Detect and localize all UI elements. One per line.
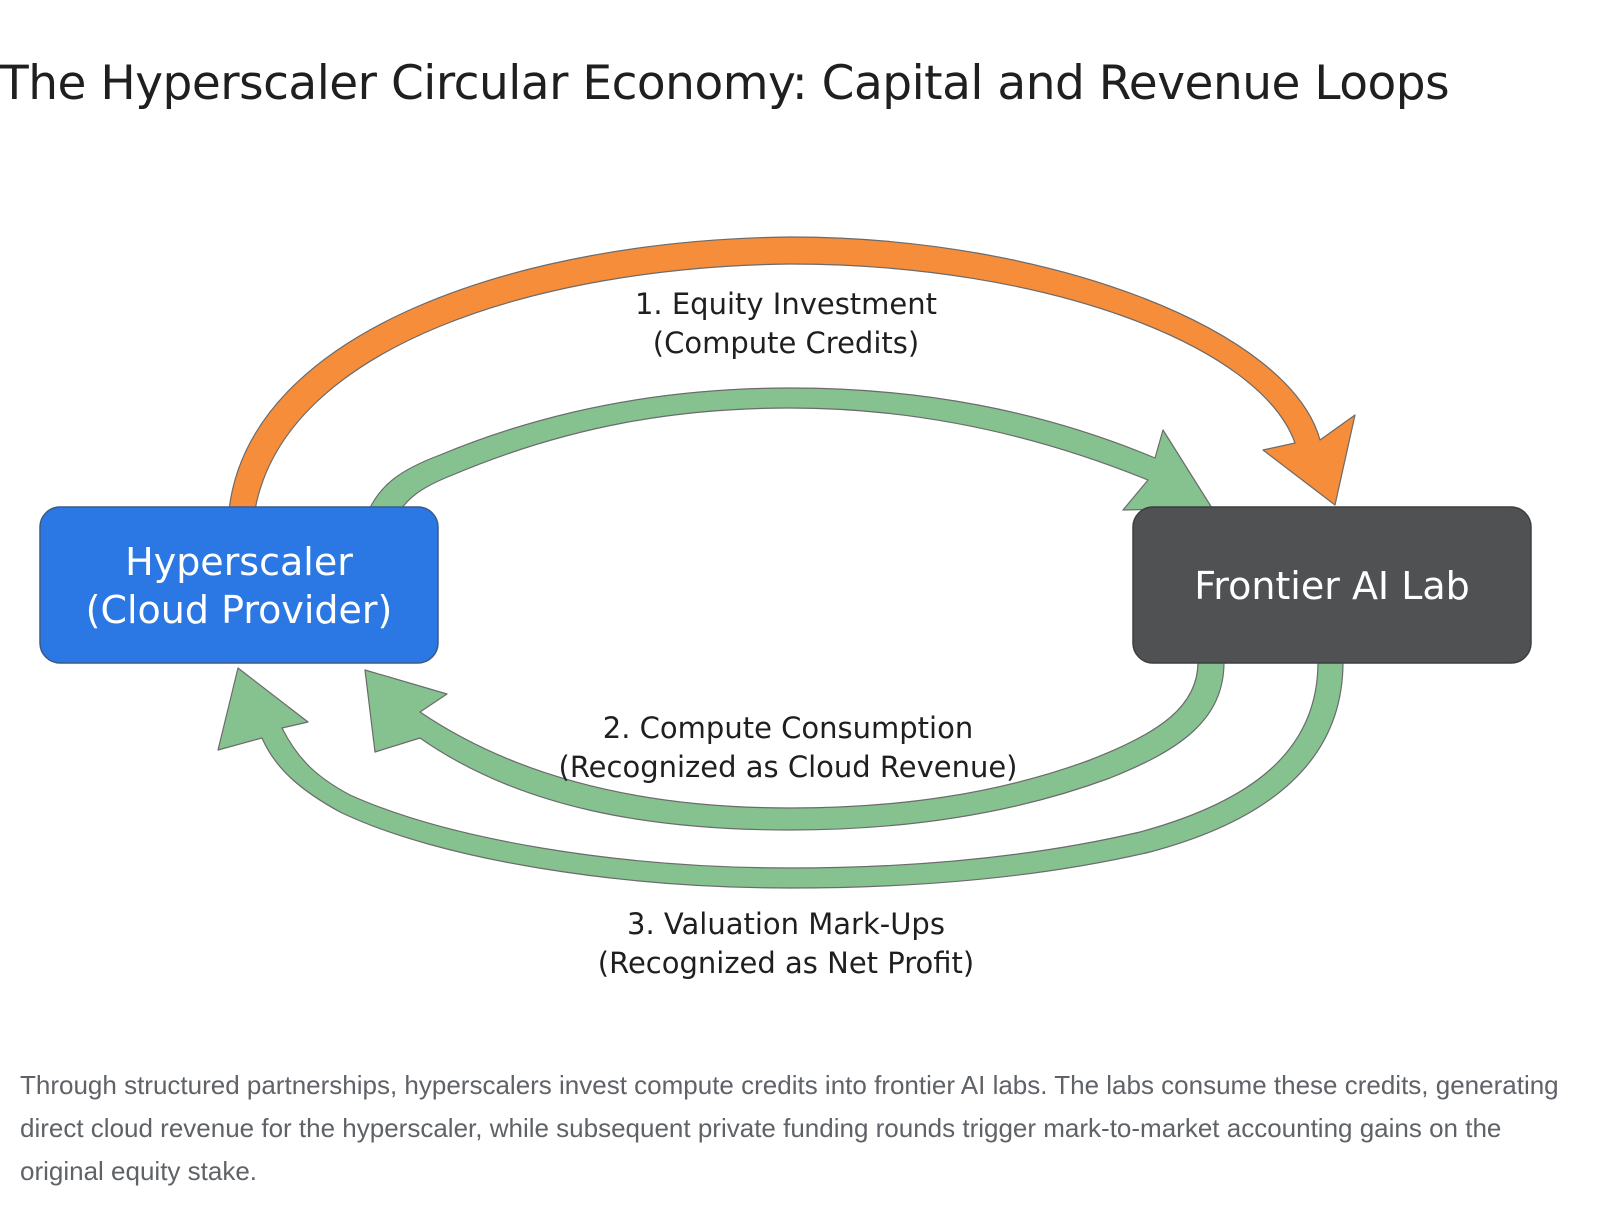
frontier-lab-label: Frontier AI Lab: [1194, 564, 1470, 608]
hyperscaler-label-line1: Hyperscaler: [125, 540, 353, 584]
consumption-label-line2: (Recognized as Cloud Revenue): [559, 750, 1018, 784]
edge-label-valuation: 3. Valuation Mark-Ups (Recognized as Net…: [598, 907, 974, 980]
equity-label-line2: (Compute Credits): [653, 326, 919, 360]
hyperscaler-box: [39, 506, 439, 664]
hyperscaler-label-line2: (Cloud Provider): [86, 588, 393, 632]
frontier-lab-box: [1132, 506, 1532, 664]
credits-arrow-shape: [367, 387, 1213, 516]
valuation-arrow-shape: [217, 661, 1344, 889]
page-title: The Hyperscaler Circular Economy: Capita…: [0, 56, 1450, 111]
edge-label-equity: 1. Equity Investment (Compute Credits): [635, 287, 937, 360]
valuation-label-line1: 3. Valuation Mark-Ups: [627, 907, 945, 941]
consumption-arrow-shape: [364, 661, 1225, 831]
edge-valuation-markups-arrow: [217, 661, 1344, 889]
equity-label-line1: 1. Equity Investment: [635, 287, 937, 321]
edge-label-consumption: 2. Compute Consumption (Recognized as Cl…: [559, 711, 1018, 784]
diagram-caption: Through structured partnerships, hypersc…: [20, 1070, 1559, 1186]
equity-arrow-shape: [228, 236, 1356, 511]
valuation-label-line2: (Recognized as Net Profit): [598, 946, 974, 980]
node-frontier-ai-lab: Frontier AI Lab: [1132, 506, 1532, 664]
node-hyperscaler: Hyperscaler (Cloud Provider): [39, 506, 439, 664]
edge-compute-consumption-arrow: [364, 661, 1225, 831]
edge-credits-flow-arrow: [367, 387, 1213, 516]
consumption-label-line1: 2. Compute Consumption: [603, 711, 973, 745]
edge-equity-investment-arrow: [228, 236, 1356, 511]
